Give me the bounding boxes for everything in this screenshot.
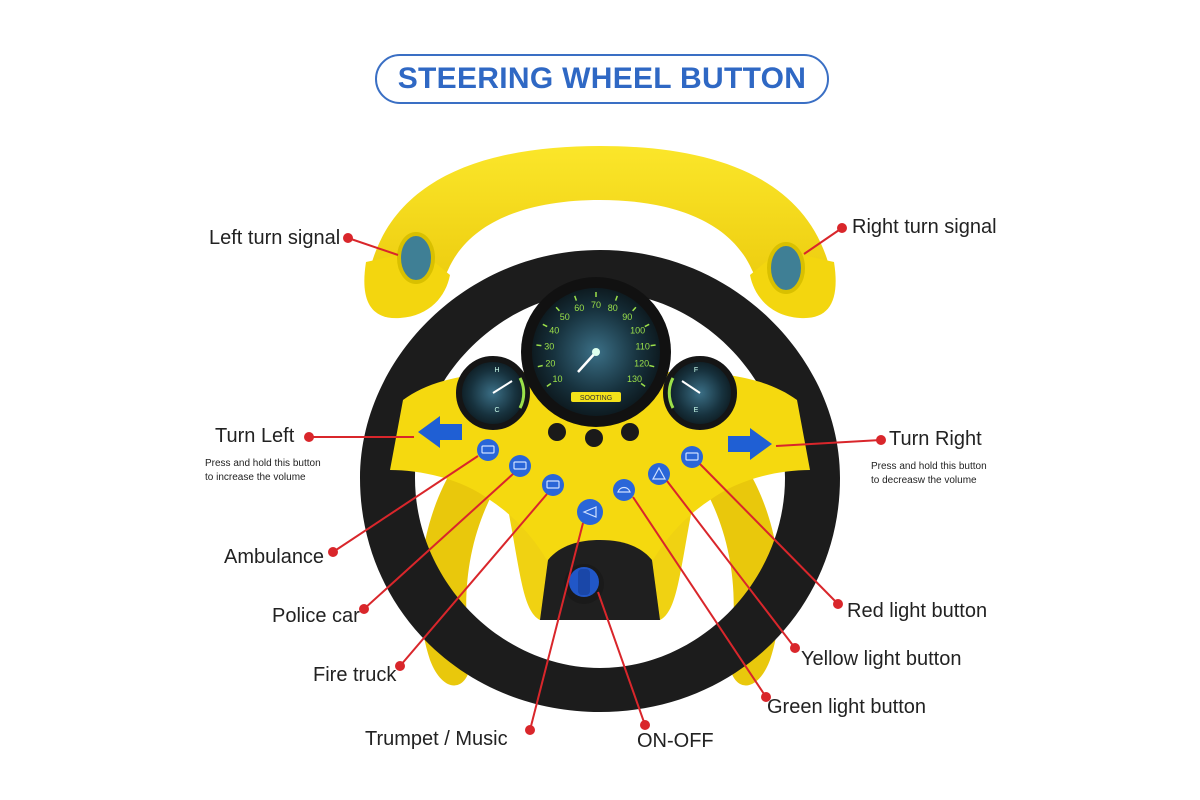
- speedometer-tick-mark: [640, 382, 646, 388]
- right-dial-label-top: F: [694, 367, 698, 374]
- page-title: STEERING WHEEL BUTTON: [397, 62, 807, 95]
- title-box: STEERING WHEEL BUTTON: [375, 54, 829, 104]
- speedometer-tick-label: 10: [552, 374, 562, 384]
- speedometer-tick-mark: [542, 323, 548, 328]
- label-ambulance: Ambulance: [224, 546, 325, 568]
- label-right-turn-signal: Right turn signal: [852, 216, 997, 238]
- label-turn-left: Turn Left: [215, 425, 295, 447]
- turn-right-note-line: to decreasw the volume: [871, 475, 977, 486]
- speedometer-tick-label: 60: [574, 303, 584, 313]
- left-turn-signal-light: [397, 232, 435, 284]
- right-dial-label-bottom: E: [694, 407, 699, 414]
- trumpet-music-button[interactable]: [577, 499, 603, 525]
- turn-left-arrow-button[interactable]: [418, 416, 462, 448]
- speedometer-tick-label: 130: [627, 374, 642, 384]
- turn-left-note: Press and hold this button to increase t…: [205, 457, 321, 485]
- left-dial-label-bottom: C: [494, 407, 499, 414]
- indicator-dot: [621, 423, 639, 441]
- speedometer-tick-mark: [555, 306, 560, 312]
- label-green-light-button: Green light button: [767, 696, 926, 718]
- ambulance-button[interactable]: [477, 439, 499, 461]
- speedometer-tick-mark: [546, 382, 552, 388]
- label-turn-right: Turn Right: [889, 428, 982, 450]
- speedometer-tick-mark: [537, 364, 543, 368]
- speedometer-tick-label: 100: [630, 325, 645, 335]
- turn-right-note-line: Press and hold this button: [871, 461, 987, 472]
- speedometer-tick-mark: [632, 306, 637, 312]
- speedometer-tick-label: 110: [636, 342, 650, 352]
- turn-right-arrow-button[interactable]: [728, 428, 772, 460]
- speedometer-tick-mark: [644, 323, 650, 328]
- label-red-light-button: Red light button: [847, 600, 988, 622]
- label-on-off: ON-OFF: [637, 730, 714, 752]
- label-yellow-light-button: Yellow light button: [801, 648, 962, 670]
- speedometer-tick-label: 50: [560, 312, 570, 322]
- speedometer-tick-label: 120: [634, 359, 649, 369]
- fire-truck-button[interactable]: [542, 474, 564, 496]
- green-light-button[interactable]: [613, 479, 635, 501]
- speedometer-tick-label: 80: [608, 303, 618, 313]
- indicator-dot: [585, 429, 603, 447]
- police-car-button[interactable]: [509, 455, 531, 477]
- speedometer-tick-label: 70: [591, 300, 601, 310]
- speedometer-tick-label: 90: [622, 312, 632, 322]
- speedometer-tick-label: 40: [549, 325, 559, 335]
- speedometer-brand: SOOTING: [580, 395, 612, 402]
- label-trumpet-music: Trumpet / Music: [365, 728, 508, 750]
- label-fire-truck: Fire truck: [313, 664, 397, 686]
- speedometer-tick-label: 20: [545, 359, 555, 369]
- pointer-lines: [304, 223, 886, 735]
- turn-left-note-line: to increase the volume: [205, 472, 306, 483]
- right-dial-needle: [681, 380, 701, 394]
- red-light-button[interactable]: [681, 446, 703, 468]
- wheel-top-yellow: [370, 146, 830, 307]
- label-police-car: Police car: [272, 605, 360, 627]
- speedometer-tick-mark: [536, 344, 542, 347]
- speedometer-tick-mark: [573, 295, 578, 301]
- label-left-turn-signal: Left turn signal: [209, 227, 341, 249]
- turn-left-note-line: Press and hold this button: [205, 458, 321, 469]
- speedometer-tick-mark: [614, 295, 619, 301]
- speedometer-needle: [577, 351, 597, 373]
- right-turn-signal-light: [767, 242, 805, 294]
- speedometer-tick-label: 30: [544, 342, 554, 352]
- left-dial-needle: [492, 380, 513, 394]
- speedometer-tick-mark: [650, 344, 656, 347]
- speedometer-tick-mark: [649, 364, 655, 368]
- turn-right-note: Press and hold this button to decreasw t…: [871, 460, 987, 488]
- indicator-dot: [548, 423, 566, 441]
- left-dial-label-top: H: [494, 367, 499, 374]
